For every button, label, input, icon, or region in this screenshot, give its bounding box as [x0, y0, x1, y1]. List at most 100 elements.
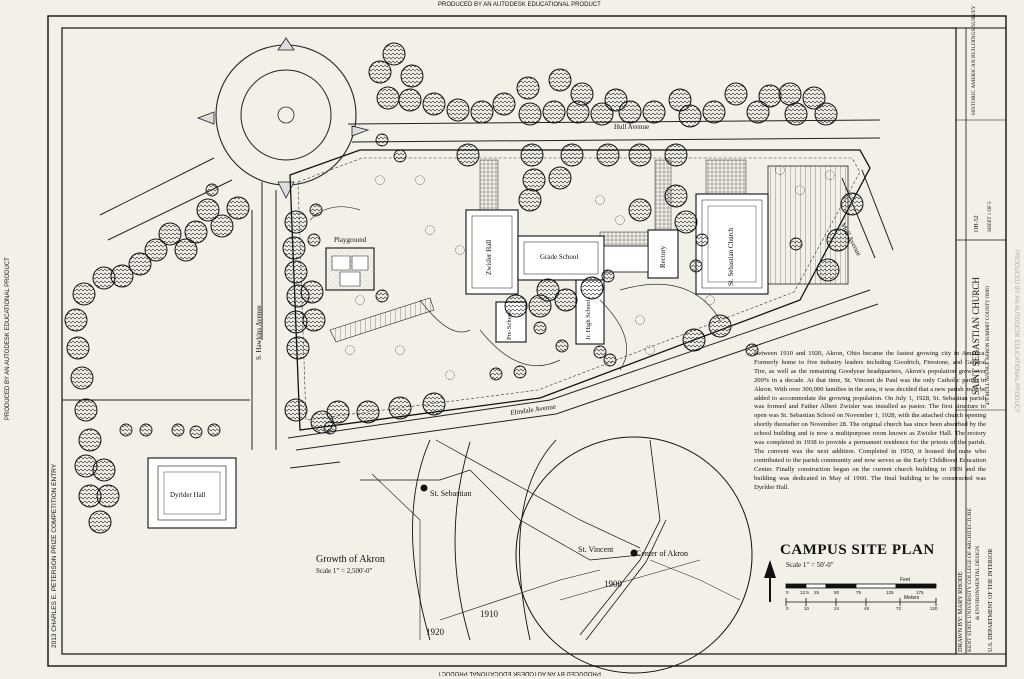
- tree-icon: [708, 314, 732, 338]
- school-line-2: & ENVIRONMENTAL DESIGN: [975, 545, 981, 620]
- dyrlder-hall: [147, 457, 237, 529]
- rectory-label: Rectory: [659, 245, 667, 268]
- feet-tick: 25: [814, 590, 820, 595]
- zwisler-hall-label: Zwisler Hall: [485, 239, 493, 275]
- small-tree-icon: [555, 339, 569, 353]
- jr-high-label: Jr. High School: [585, 299, 592, 340]
- tree-icon: [326, 400, 350, 424]
- tree-icon: [226, 196, 250, 220]
- small-tree-icon: [789, 237, 803, 251]
- growth-scale: Scale 1" = 2,500'-0": [316, 567, 373, 575]
- shrub-icon: [705, 295, 715, 305]
- small-tree-icon: [513, 365, 527, 379]
- tree-icon: [70, 366, 94, 390]
- roundabout: [196, 37, 370, 199]
- st-vincent-label: St. Vincent: [578, 545, 614, 554]
- small-tree-icon: [695, 233, 709, 247]
- tree-icon: [518, 102, 542, 126]
- small-tree-icon: [593, 345, 607, 359]
- scale-bar: [785, 583, 937, 606]
- meter-tick: 48: [864, 606, 870, 611]
- meter-tick: 10: [804, 606, 810, 611]
- unit-feet-label: Feet: [900, 577, 911, 583]
- tree-icon: [66, 336, 90, 360]
- growth-map: [360, 436, 753, 674]
- feet-tick: 175: [916, 590, 924, 595]
- tree-icon: [376, 86, 400, 110]
- shrub-icon: [795, 185, 805, 195]
- tree-icon: [382, 42, 406, 66]
- tree-icon: [664, 143, 688, 167]
- small-tree-icon: [307, 233, 321, 247]
- feet-tick: 12.5: [800, 590, 809, 595]
- campus-site-plan-title: CAMPUS SITE PLAN: [780, 542, 935, 558]
- tree-icon: [210, 214, 234, 238]
- tree-icon: [284, 210, 308, 234]
- small-tree-icon: [603, 353, 617, 367]
- rectory: [647, 229, 679, 279]
- small-tree-icon: [689, 259, 703, 273]
- tree-icon: [548, 166, 572, 190]
- tree-icon: [590, 102, 614, 126]
- tree-icon: [74, 398, 98, 422]
- shrub-icon: [645, 345, 655, 355]
- tree-icon: [456, 143, 480, 167]
- shrub-icon: [415, 175, 425, 185]
- tree-icon: [802, 86, 826, 110]
- ring-1920-label: 1920: [426, 627, 444, 637]
- tree-icon: [72, 282, 96, 306]
- ring-1900-label: 1900: [604, 579, 622, 589]
- small-tree-icon: [119, 423, 133, 437]
- meter-tick: 0: [786, 606, 789, 611]
- project-title: SAINT SEBASTIAN CHURCH: [971, 277, 981, 395]
- tree-icon: [422, 392, 446, 416]
- tree-icon: [642, 100, 666, 124]
- competition-caption: 2013 CHARLES E. PETERSON PRIZE COMPETITI…: [51, 463, 58, 648]
- shrub-icon: [425, 225, 435, 235]
- tree-icon: [144, 238, 168, 262]
- church-label: St. Sebastian Church: [727, 227, 735, 286]
- st-sebastian-label: St. Sebastian: [430, 489, 472, 498]
- tree-icon: [628, 143, 652, 167]
- shrub-icon: [455, 245, 465, 255]
- preschool-label: Pre-School: [506, 311, 513, 340]
- small-tree-icon: [393, 149, 407, 163]
- tree-icon: [286, 336, 310, 360]
- tree-icon: [702, 100, 726, 124]
- record-name: HISTORIC AMERICAN BUILDINGS SURVEY: [971, 5, 977, 115]
- shrub-icon: [595, 195, 605, 205]
- tree-icon: [158, 222, 182, 246]
- shrub-icon: [355, 295, 365, 305]
- small-tree-icon: [207, 423, 221, 437]
- sheet-index: SHEET 1 OF 5: [988, 201, 993, 232]
- small-tree-icon: [323, 421, 337, 435]
- shrub-icon: [615, 215, 625, 225]
- tree-icon: [758, 84, 782, 108]
- tree-icon: [778, 82, 802, 106]
- tree-icon: [284, 260, 308, 284]
- left-notice: PRODUCED BY AN AUTODESK EDUCATIONAL PROD…: [5, 257, 11, 420]
- small-tree-icon: [601, 269, 615, 283]
- project-address: 476 MULL AVENUE AKRON SUMMIT COUNTY OHIO: [986, 285, 991, 405]
- feet-tick: 50: [834, 590, 840, 595]
- dyrlder-hall-label: Dyrlder Hall: [170, 491, 206, 499]
- small-tree-icon: [171, 423, 185, 437]
- small-tree-icon: [375, 289, 389, 303]
- tree-icon: [388, 396, 412, 420]
- tree-icon: [570, 82, 594, 106]
- tree-icon: [628, 198, 652, 222]
- tree-icon: [536, 278, 560, 302]
- shrub-icon: [375, 175, 385, 185]
- meter-tick: 72: [896, 606, 902, 611]
- tree-icon: [522, 168, 546, 192]
- drawn-by: DRAWN BY: MARY RHODE: [957, 571, 964, 652]
- feet-tick: 125: [886, 590, 894, 595]
- tree-icon: [542, 100, 566, 124]
- center-akron-label: Center of Akron: [636, 549, 688, 558]
- tree-icon: [282, 236, 306, 260]
- tree-icon: [400, 64, 424, 88]
- tree-icon: [128, 252, 152, 276]
- agency: U.S. DEPARTMENT OF THE INTERIOR: [988, 548, 994, 652]
- tree-icon: [368, 60, 392, 84]
